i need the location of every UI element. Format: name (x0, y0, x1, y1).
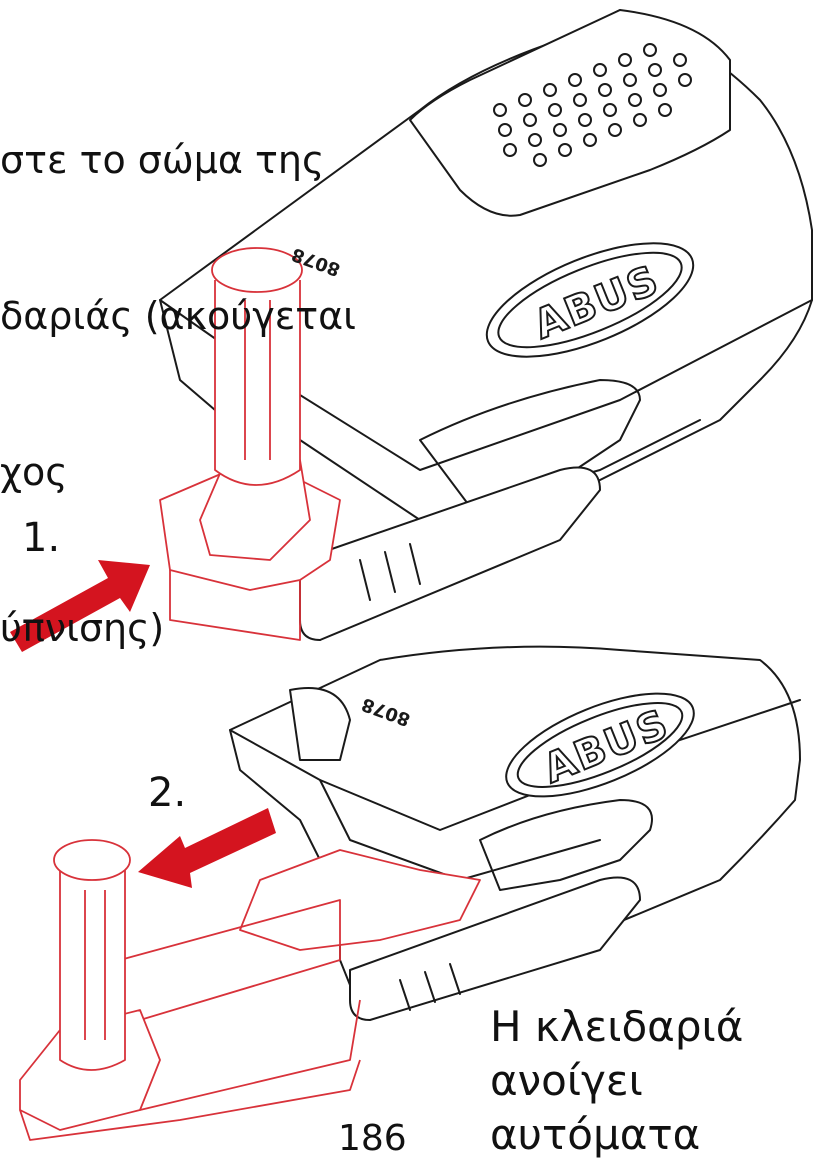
instruction-line: στε το σώμα της (0, 138, 325, 182)
red-arrow-down-left-icon (138, 808, 276, 888)
result-line: αυτόματα (490, 1110, 701, 1159)
lock-upper (159, 9, 813, 641)
instruction-line: ύπνισης) (0, 606, 165, 650)
step-2-label: 2. (148, 770, 187, 816)
step-1-label: 1. (22, 515, 61, 561)
result-line: Η κλειδαριά (490, 1002, 744, 1051)
pin-lower (19, 839, 481, 1141)
pin-upper (159, 247, 341, 641)
instruction-text: στε το σώμα της δαριάς (ακούγεται χος ύπ… (0, 30, 400, 706)
red-arrow-up-right-icon (10, 560, 150, 652)
instruction-line: χος (0, 450, 68, 494)
result-line: ανοίγει (490, 1056, 643, 1105)
instruction-line: δαριάς (ακούγεται (0, 294, 357, 338)
result-caption: Η κλειδαριά ανοίγει αυτόματα (490, 1000, 743, 1162)
page-number: 186 (338, 1118, 407, 1159)
